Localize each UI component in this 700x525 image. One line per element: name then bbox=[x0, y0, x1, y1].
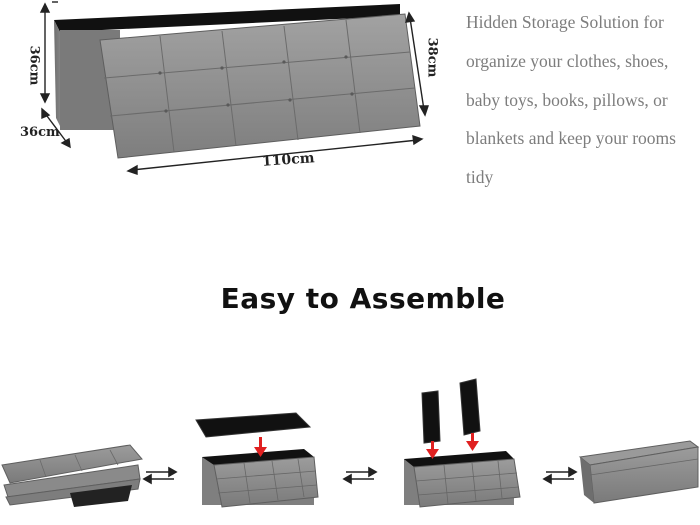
description-line: organize your clothes, shoes, bbox=[466, 51, 669, 71]
description-line: blankets and keep your rooms bbox=[466, 128, 676, 148]
exchange-arrows-icon bbox=[142, 466, 178, 485]
assembly-title: Easy to Assemble bbox=[220, 282, 506, 315]
down-arrow-icon bbox=[254, 437, 267, 457]
assembly-steps-illustration bbox=[1, 378, 700, 508]
dimension-arrow-icon bbox=[39, 2, 429, 175]
exchange-arrows-icon bbox=[342, 466, 378, 485]
assembly-step-insert-bottom bbox=[195, 412, 319, 508]
description-line: Hidden Storage Solution for bbox=[466, 12, 664, 32]
description-line: tidy bbox=[466, 167, 494, 187]
storage-ottoman-dimension-illustration bbox=[39, 1, 429, 175]
assembly-step-insert-dividers bbox=[404, 378, 521, 508]
assembly-step-complete bbox=[578, 440, 700, 504]
assembly-step-folded bbox=[1, 444, 143, 507]
down-arrow-icon bbox=[426, 433, 479, 459]
dimension-depth-label: 36cm bbox=[20, 125, 60, 140]
description-line: baby toys, books, pillows, or bbox=[466, 90, 668, 110]
dimension-height-label: 36cm bbox=[26, 45, 42, 86]
exchange-arrows-icon bbox=[542, 466, 578, 485]
dimension-lid-height-label: 38cm bbox=[424, 37, 440, 78]
ottoman-lid bbox=[99, 13, 421, 159]
